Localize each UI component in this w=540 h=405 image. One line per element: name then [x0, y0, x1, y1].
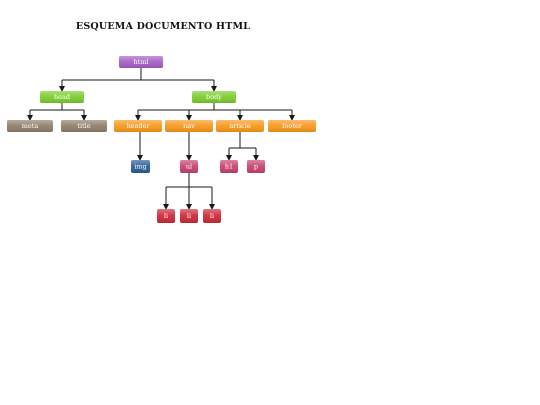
node-p: p	[247, 160, 265, 173]
node-li-1-label: li	[164, 212, 168, 220]
node-li-1: li	[157, 209, 175, 223]
connectors	[27, 68, 295, 210]
node-head-label: head	[54, 93, 70, 101]
node-head: head	[40, 91, 84, 103]
node-nav: nav	[165, 120, 213, 132]
node-footer-label: footer	[282, 122, 303, 130]
node-footer: footer	[268, 120, 316, 132]
diagram-title: ESQUEMA DOCUMENTO HTML	[75, 21, 251, 32]
node-html: html	[119, 56, 163, 68]
node-meta-label: meta	[22, 122, 39, 130]
node-nav-label: nav	[183, 122, 195, 130]
node-h1-label: h1	[225, 163, 233, 171]
node-li-3: li	[203, 209, 221, 223]
node-title-label: title	[77, 122, 90, 130]
node-header-label: header	[126, 122, 150, 130]
node-article-label: article	[229, 122, 250, 130]
node-body: body	[192, 91, 236, 103]
node-meta: meta	[7, 120, 53, 132]
node-html-label: html	[133, 58, 148, 66]
node-title: title	[61, 120, 107, 132]
node-ul-label: ul	[186, 163, 192, 171]
node-p-label: p	[254, 163, 258, 171]
node-img: img	[131, 160, 150, 173]
node-li-2: li	[180, 209, 198, 223]
node-img-label: img	[134, 163, 146, 171]
node-h1: h1	[220, 160, 238, 173]
node-article: article	[216, 120, 264, 132]
node-body-label: body	[206, 93, 222, 101]
node-li-3-label: li	[210, 212, 214, 220]
node-header: header	[114, 120, 162, 132]
node-li-2-label: li	[187, 212, 191, 220]
node-ul: ul	[180, 160, 198, 173]
